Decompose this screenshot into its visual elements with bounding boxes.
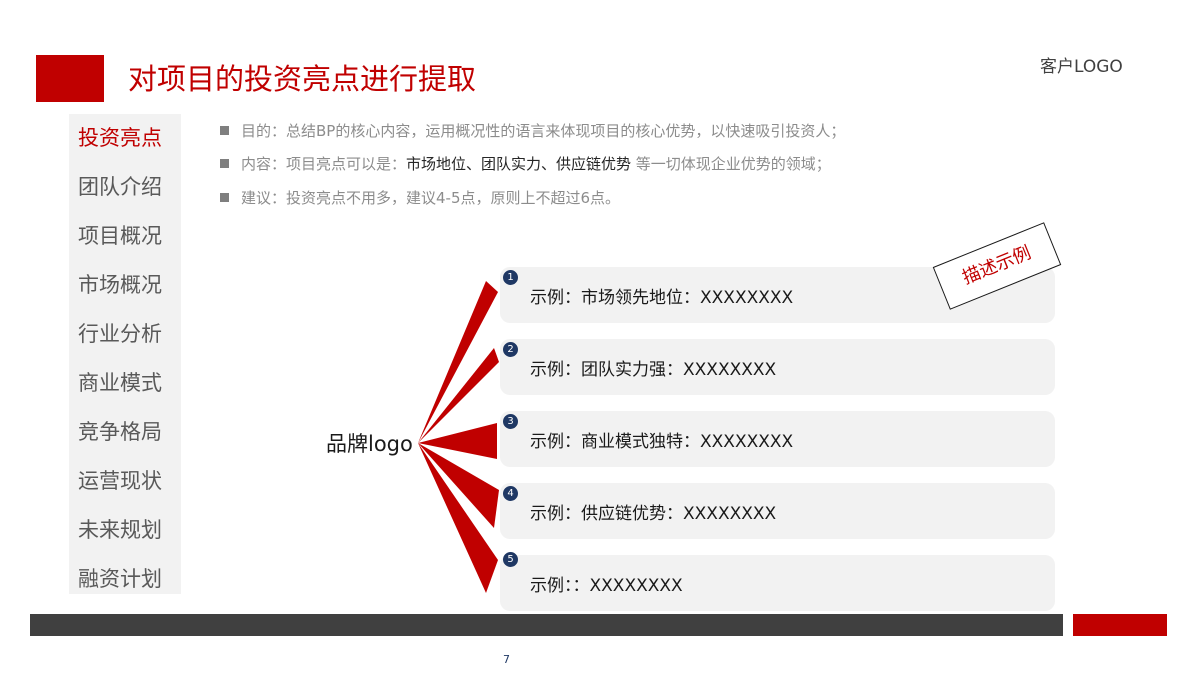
- sidebar-item-competition[interactable]: 竞争格局: [78, 420, 162, 444]
- square-bullet-icon: [220, 126, 229, 135]
- sidebar-item-plans[interactable]: 未来规划: [78, 518, 162, 542]
- fan-wedge-4: [418, 443, 499, 528]
- number-badge-5: 5: [503, 552, 518, 567]
- highlight-text: 示例：：XXXXXXXX: [530, 576, 683, 596]
- number-badge-3: 3: [503, 414, 518, 429]
- number-badge-2: 2: [503, 342, 518, 357]
- highlight-text: 示例：市场领先地位：XXXXXXXX: [530, 288, 794, 308]
- fan-wedge-1: [418, 281, 498, 443]
- highlight-card-4: 示例：供应链优势：XXXXXXXX: [500, 483, 1055, 539]
- bullet-text-prefix: 内容：项目亮点可以是：: [241, 155, 407, 173]
- highlight-card-5: 示例：：XXXXXXXX: [500, 555, 1055, 611]
- highlight-text: 示例：供应链优势：XXXXXXXX: [530, 504, 777, 524]
- highlight-card-2: 示例：团队实力强：XXXXXXXX: [500, 339, 1055, 395]
- sidebar-item-business-model[interactable]: 商业模式: [78, 371, 162, 395]
- highlight-text: 示例：团队实力强：XXXXXXXX: [530, 360, 777, 380]
- page-number: 7: [503, 653, 510, 666]
- title-accent-block: [36, 55, 104, 102]
- sidebar-item-financing[interactable]: 融资计划: [78, 567, 162, 591]
- square-bullet-icon: [220, 193, 229, 202]
- number-badge-1: 1: [503, 270, 518, 285]
- page-title: 对项目的投资亮点进行提取: [128, 62, 477, 96]
- brand-logo-label: 品牌logo: [326, 432, 413, 456]
- bullet-text-suffix: 等一切体现企业优势的领域；: [631, 155, 831, 173]
- footer-accent: [1073, 614, 1167, 636]
- highlight-text: 示例：商业模式独特：XXXXXXXX: [530, 432, 794, 452]
- client-logo: 客户LOGO: [1040, 57, 1123, 77]
- fan-wedge-2: [418, 348, 499, 443]
- bullet-text: 目的：总结BP的核心内容，运用概况性的语言来体现项目的核心优势，以快速吸引投资人…: [241, 122, 846, 140]
- bullet-text: 建议：投资亮点不用多，建议4-5点，原则上不超过6点。: [241, 189, 621, 207]
- bullet-content: 内容：项目亮点可以是：市场地位、团队实力、供应链优势 等一切体现企业优势的领域；: [220, 154, 831, 174]
- square-bullet-icon: [220, 159, 229, 168]
- sidebar-item-industry[interactable]: 行业分析: [78, 322, 162, 346]
- sidebar-item-market[interactable]: 市场概况: [78, 273, 162, 297]
- sidebar-nav: 投资亮点 团队介绍 项目概况 市场概况 行业分析 商业模式 竞争格局 运营现状 …: [69, 114, 181, 594]
- number-badge-4: 4: [503, 486, 518, 501]
- bullet-text-highlight: 市场地位、团队实力、供应链优势: [406, 155, 632, 173]
- fan-wedge-5: [418, 443, 498, 593]
- sidebar-item-operations[interactable]: 运营现状: [78, 469, 162, 493]
- highlight-card-3: 示例：商业模式独特：XXXXXXXX: [500, 411, 1055, 467]
- sidebar-item-team[interactable]: 团队介绍: [78, 175, 162, 199]
- sidebar-item-project[interactable]: 项目概况: [78, 224, 162, 248]
- bullet-purpose: 目的：总结BP的核心内容，运用概况性的语言来体现项目的核心优势，以快速吸引投资人…: [220, 121, 845, 141]
- fan-wedge-3: [418, 423, 497, 459]
- footer-bar: [30, 614, 1063, 636]
- sidebar-item-highlights[interactable]: 投资亮点: [78, 126, 162, 150]
- bullet-advice: 建议：投资亮点不用多，建议4-5点，原则上不超过6点。: [220, 188, 620, 208]
